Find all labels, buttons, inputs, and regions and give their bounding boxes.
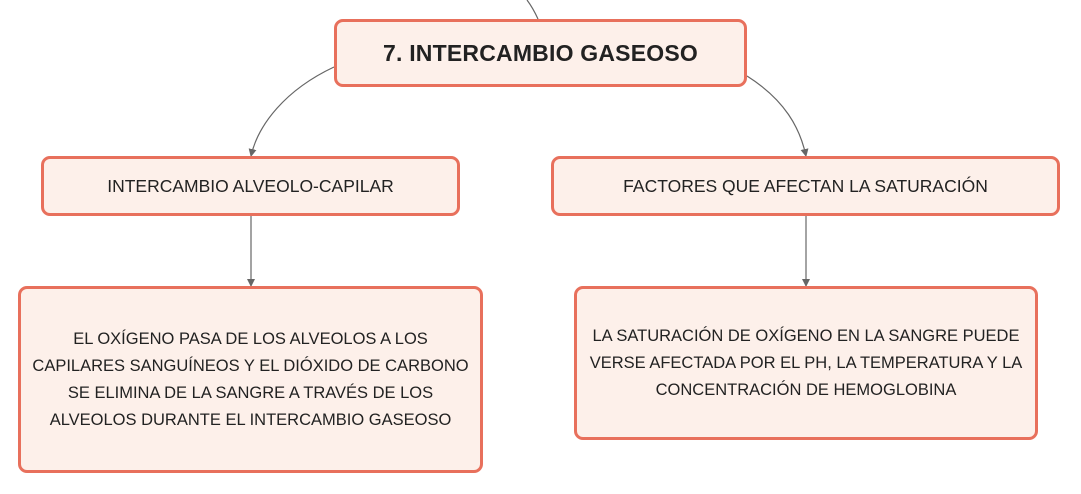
diagram-title-node[interactable]: 7. INTERCAMBIO GASEOSO (334, 19, 747, 87)
node-detail-intercambio[interactable]: EL OXÍGENO PASA DE LOS ALVEOLOS A LOS CA… (18, 286, 483, 473)
node-intercambio-alveolo-capilar[interactable]: INTERCAMBIO ALVEOLO-CAPILAR (41, 156, 460, 216)
connector-title-to-right-branch (746, 75, 809, 157)
node-factores-saturacion[interactable]: FACTORES QUE AFECTAN LA SATURACIÓN (551, 156, 1060, 216)
node-detail-saturacion[interactable]: LA SATURACIÓN DE OXÍGENO EN LA SANGRE PU… (574, 286, 1038, 440)
node-detail-text: EL OXÍGENO PASA DE LOS ALVEOLOS A LOS CA… (32, 329, 469, 429)
diagram-title-text: 7. INTERCAMBIO GASEOSO (383, 39, 698, 66)
connector-from-parent (526, 0, 539, 20)
node-label: FACTORES QUE AFECTAN LA SATURACIÓN (623, 175, 988, 196)
node-detail-text: LA SATURACIÓN DE OXÍGENO EN LA SANGRE PU… (589, 326, 1023, 399)
node-label: INTERCAMBIO ALVEOLO-CAPILAR (107, 175, 394, 196)
connector-title-to-left-branch (248, 66, 335, 157)
